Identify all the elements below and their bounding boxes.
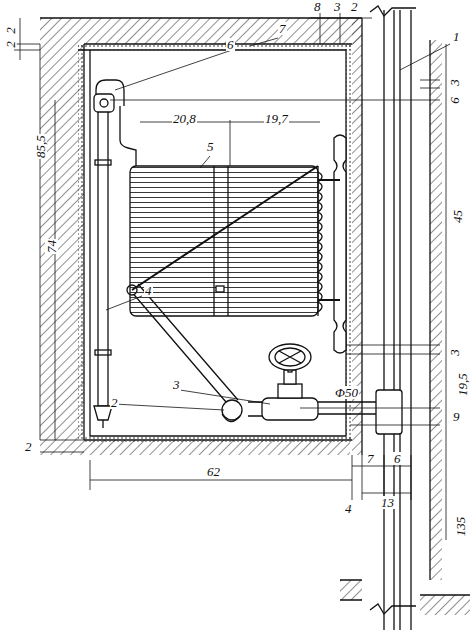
dimension-label: 2 [4,40,17,49]
callout-label: 13 [380,496,395,509]
callout-label: 6 [226,38,235,51]
callout-label: 2 [350,0,359,13]
callout-label: Φ50 [334,386,359,399]
callout-label: 3 [172,378,181,391]
callout-label: 5 [206,140,215,153]
callout-label: 1 [452,30,461,43]
callout-label: 6 [393,452,402,465]
dimension-label: 3 [448,348,461,357]
callout-label: 3 [333,0,342,13]
callout-label: 2 [110,396,119,409]
dimension-label: 6 [448,96,461,105]
dimension-label: 45 [451,209,464,224]
callout-label: 7 [278,22,287,35]
dimension-label: 85,5 [34,134,47,159]
dimension-label: 3 [448,78,461,87]
dimension-label: 74 [45,239,58,254]
callout-label: 20,8 [172,112,197,125]
callout-label: 9 [452,410,461,423]
dimension-label: 2 [4,26,17,35]
callout-label: 19,7 [264,112,289,125]
callout-label: 4 [344,502,353,515]
callout-label: 7 [366,452,375,465]
callout-label: 4 [144,284,153,297]
dimension-label: 19,5 [456,372,469,397]
dimension-label: 135 [454,516,467,538]
callout-label: 8 [313,0,322,13]
callout-label: 62 [206,465,221,478]
callout-label: 2 [24,440,33,453]
